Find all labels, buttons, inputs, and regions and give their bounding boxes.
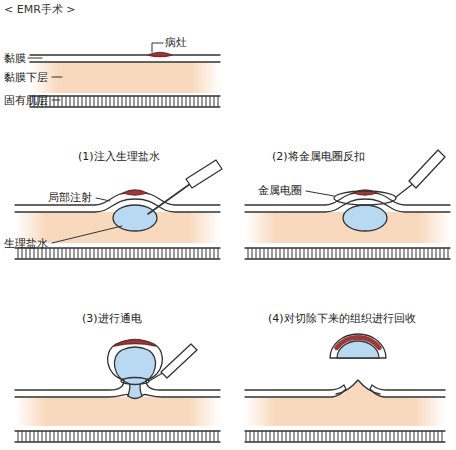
layer-label: 黏膜下层 <box>4 71 48 84</box>
step-caption: (3)进行通电 <box>82 312 142 325</box>
lesion-label: 病灶 <box>165 36 187 49</box>
layer-label: 固有肌层 <box>4 94 48 107</box>
mucosa-line <box>245 385 346 397</box>
leader-line <box>28 58 42 59</box>
injection-needle <box>148 184 190 214</box>
snare-loop <box>334 191 396 205</box>
step-caption: (1)注入生理盐水 <box>78 150 160 163</box>
resected-tissue <box>330 334 386 358</box>
mucosa-line <box>30 61 220 62</box>
part-label: 生理盐水 <box>4 237 48 250</box>
muscle-layer <box>30 96 220 107</box>
mucosa-line <box>15 340 220 390</box>
leader-line <box>306 191 334 196</box>
snare-sheath <box>161 344 197 378</box>
mucosa-line <box>370 385 445 397</box>
lesion <box>148 53 172 57</box>
injection-sheath <box>186 160 222 188</box>
leader-line <box>152 43 163 52</box>
muscle-line <box>245 430 445 431</box>
muscle-line <box>15 430 220 431</box>
snare-sheath <box>409 150 445 188</box>
saline-bleb <box>113 205 157 231</box>
submucosa-layer <box>245 380 445 426</box>
submucosa-layer <box>15 397 220 426</box>
part-label: 金属电圈 <box>258 184 302 197</box>
muscle-line <box>30 95 220 96</box>
muscle-line <box>30 106 220 107</box>
mucosa-line <box>30 54 220 55</box>
diagram-title: < EMR手术 > <box>4 3 76 16</box>
muscle-line <box>15 441 220 442</box>
mucosa-line <box>15 394 128 397</box>
mucosa-line <box>142 394 220 397</box>
lesion <box>114 340 156 347</box>
submucosa-layer <box>30 62 220 93</box>
lesion <box>123 190 147 195</box>
step-caption: (4)对切除下来的组织进行回收 <box>268 312 416 325</box>
muscle-line <box>15 258 220 259</box>
saline-bleb <box>114 347 155 399</box>
layer-label: 黏膜 <box>4 52 26 65</box>
resected-saline <box>337 341 379 358</box>
snare-wire <box>396 183 414 197</box>
snare-loop <box>121 378 149 385</box>
mucosa-line <box>15 199 220 212</box>
step-caption: (2)将金属电圈反扣 <box>272 150 365 163</box>
part-label: 局部注射 <box>48 191 92 204</box>
tissue-layers <box>245 190 450 259</box>
leader-line <box>52 226 122 243</box>
leader-line <box>52 77 62 78</box>
muscle-layer <box>245 431 445 442</box>
leader-line <box>52 100 60 101</box>
muscle-line <box>245 441 445 442</box>
muscle-layer <box>15 431 220 442</box>
leader-line <box>96 198 110 201</box>
